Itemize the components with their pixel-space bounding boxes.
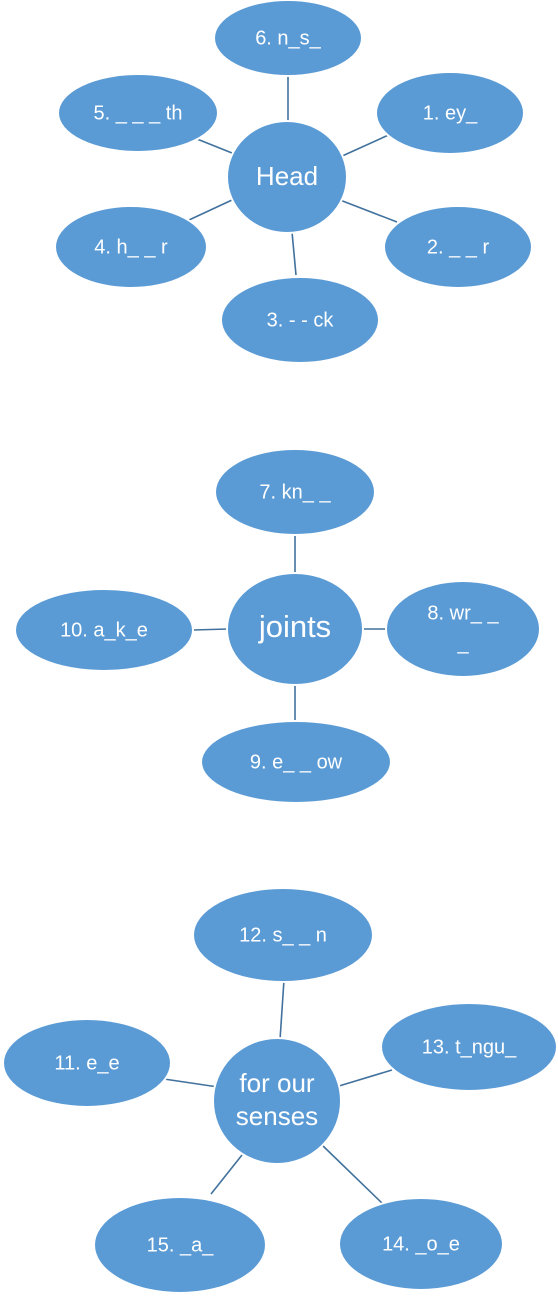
connector-head-4 [188,199,233,221]
node-1 [375,71,525,155]
connector-head-3 [291,231,297,276]
node-14-label: 14. _o_e [382,1233,460,1255]
node-9-label: 9. e_ _ ow [250,751,343,773]
senses-hub-label-line2: senses [236,1101,318,1131]
node-13-label: 13. t_ngu_ [422,1036,517,1058]
node-7-label: 7. kn_ _ [259,481,331,503]
connector-senses-15 [210,1154,243,1195]
connector-head-5 [191,136,233,154]
head-hub-node [226,120,348,234]
node-8-label: 8. wr_ _ [427,602,499,624]
node-4 [54,205,208,289]
node-11-label: 11. e_e [54,1052,119,1074]
node-3-label: 3. - - ck [267,309,335,331]
head-diagram: Head 1. ey_ 2. _ _ r 3. - - ck 4. h_ _ r… [54,0,533,364]
node-11 [2,1018,172,1108]
joints-hub-node [226,572,364,686]
node-8-label-continued: _ [456,632,469,654]
senses-hub-node [212,1037,342,1165]
node-4-label: 4. h_ _ r [94,236,168,258]
node-10-label: 10. a_k_e [60,619,148,641]
node-10 [14,588,194,672]
node-3 [220,276,380,364]
node-7 [214,448,376,536]
connector-senses-12 [279,979,285,1041]
node-9 [200,720,392,804]
node-6 [213,0,363,77]
node-5-label: 5. _ _ _ th [94,102,183,124]
senses-hub-label-line1: for our [239,1068,314,1098]
connector-joints-10 [192,628,229,631]
node-5 [57,73,219,153]
connector-senses-11 [163,1078,219,1088]
node-15 [93,1196,267,1294]
head-hub-label: Head [256,161,318,191]
node-12 [192,887,374,983]
node-6-label: 6. n_s_ [255,27,321,49]
node-2-label: 2. _ _ r [427,236,490,258]
node-2 [383,205,533,289]
joints-diagram: joints 7. kn_ _ 8. wr_ _ _ 9. e_ _ ow 10… [14,448,541,804]
connector-head-2 [339,199,398,223]
connector-senses-13 [338,1069,393,1087]
node-8 [385,580,541,678]
senses-diagram: for our senses 11. e_e 12. s_ _ n 13. t_… [2,887,558,1294]
node-15-label: 15. _a_ [147,1234,215,1256]
node-13 [380,1002,558,1092]
node-1-label: 1. ey_ [423,102,478,124]
node-14 [338,1197,504,1291]
node-12-label: 12. s_ _ n [239,924,327,946]
connector-senses-14 [321,1144,385,1206]
joints-hub-label: joints [258,609,331,644]
connector-head-1 [339,132,394,158]
